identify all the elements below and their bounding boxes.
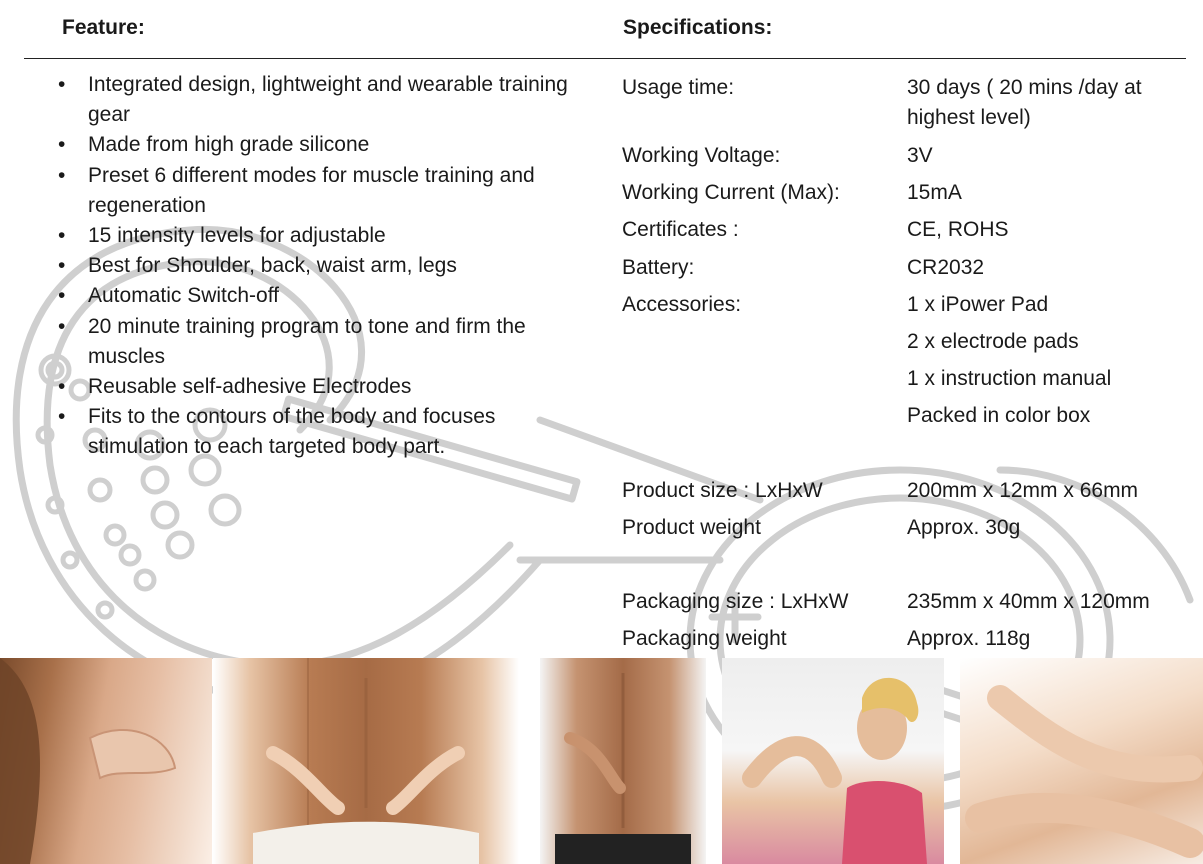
spec-label-working-current: Working Current (Max): — [622, 181, 840, 204]
spec-value-usage-time: 30 days ( 20 mins /day at highest level) — [907, 76, 1142, 129]
spec-value-working-voltage: 3V — [907, 144, 933, 167]
spec-value-product-weight: Approx. 30g — [907, 516, 1021, 539]
legs-photo — [960, 658, 1203, 864]
spec-label-packaging-weight: Packaging weight — [622, 627, 787, 650]
back-pain-photo — [540, 658, 706, 864]
feature-item: Automatic Switch-off — [56, 281, 576, 311]
spec-label-certificates: Certificates : — [622, 218, 739, 241]
spec-value-certificates: CE, ROHS — [907, 218, 1009, 241]
spec-value-accessory: Packed in color box — [907, 404, 1091, 427]
spec-label-usage-time: Usage time: — [622, 76, 735, 99]
spec-label-working-voltage: Working Voltage: — [622, 144, 781, 167]
spec-value-product-size: 200mm x 12mm x 66mm — [907, 479, 1139, 502]
feature-item: Made from high grade silicone — [56, 130, 576, 160]
feature-item: Best for Shoulder, back, waist arm, legs — [56, 251, 576, 281]
feature-item: Reusable self-adhesive Electrodes — [56, 372, 576, 402]
lower-back-photo — [213, 658, 519, 864]
header-divider — [24, 58, 1186, 59]
feature-heading: Feature: — [62, 16, 145, 39]
spec-value-accessory: 2 x electrode pads — [907, 330, 1079, 353]
spec-label-battery: Battery: — [622, 256, 695, 279]
feature-item: 20 minute training program to tone and f… — [56, 312, 576, 372]
feature-item: Fits to the contours of the body and foc… — [56, 402, 576, 462]
spec-label-accessories: Accessories: — [622, 293, 742, 316]
feature-item: Integrated design, lightweight and weara… — [56, 70, 576, 130]
spec-value-packaging-size: 235mm x 40mm x 120mm — [907, 590, 1150, 613]
shoulder-photo — [0, 658, 212, 864]
spec-label-packaging-size: Packaging size : LxHxW — [622, 590, 849, 613]
spec-value-battery: CR2032 — [907, 256, 985, 279]
specifications-heading: Specifications: — [623, 16, 773, 39]
spec-label-product-size: Product size : LxHxW — [622, 479, 823, 502]
spec-label-product-weight: Product weight — [622, 516, 761, 539]
arm-flex-photo — [722, 658, 944, 864]
spec-value-accessory: 1 x instruction manual — [907, 367, 1112, 390]
feature-list: Integrated design, lightweight and weara… — [56, 70, 576, 463]
spec-value-packaging-weight: Approx. 118g — [907, 627, 1031, 650]
feature-item: Preset 6 different modes for muscle trai… — [56, 161, 576, 221]
spec-value-working-current: 15mA — [907, 181, 962, 204]
feature-item: 15 intensity levels for adjustable — [56, 221, 576, 251]
spec-value-accessory: 1 x iPower Pad — [907, 293, 1049, 316]
